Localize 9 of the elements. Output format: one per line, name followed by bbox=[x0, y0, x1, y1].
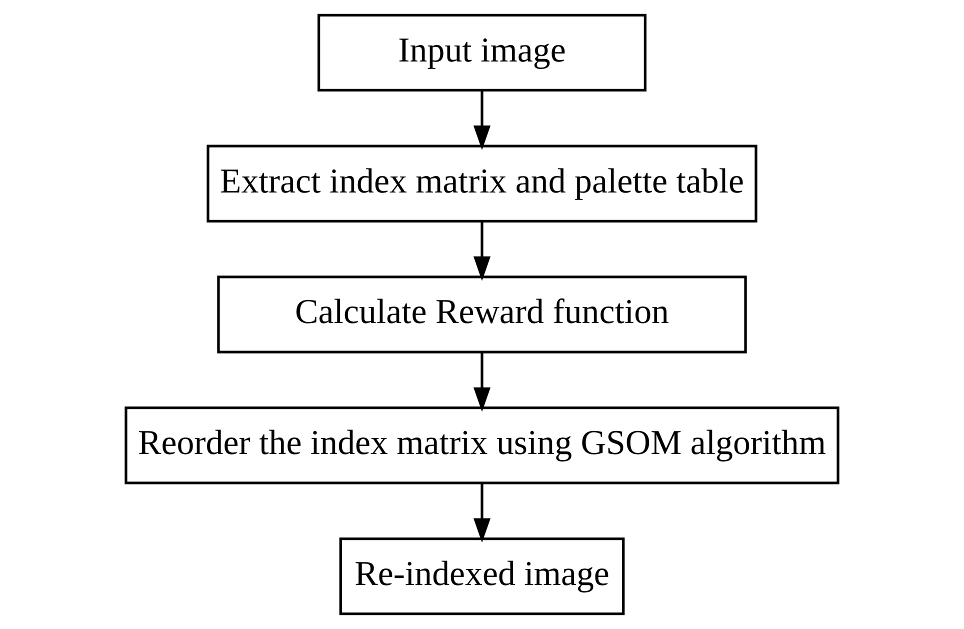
node-box: Extract index matrix and palette table bbox=[206, 144, 758, 222]
node-box: Calculate Reward function bbox=[217, 276, 747, 354]
node-box: Input image bbox=[318, 14, 646, 92]
arrow bbox=[473, 222, 491, 281]
arrow bbox=[473, 483, 491, 543]
node-box: Reorder the index matrix using GSOM algorithm bbox=[124, 406, 840, 484]
arrow bbox=[473, 352, 491, 412]
node-box: Re-indexed image bbox=[339, 537, 625, 616]
arrow bbox=[473, 90, 491, 150]
